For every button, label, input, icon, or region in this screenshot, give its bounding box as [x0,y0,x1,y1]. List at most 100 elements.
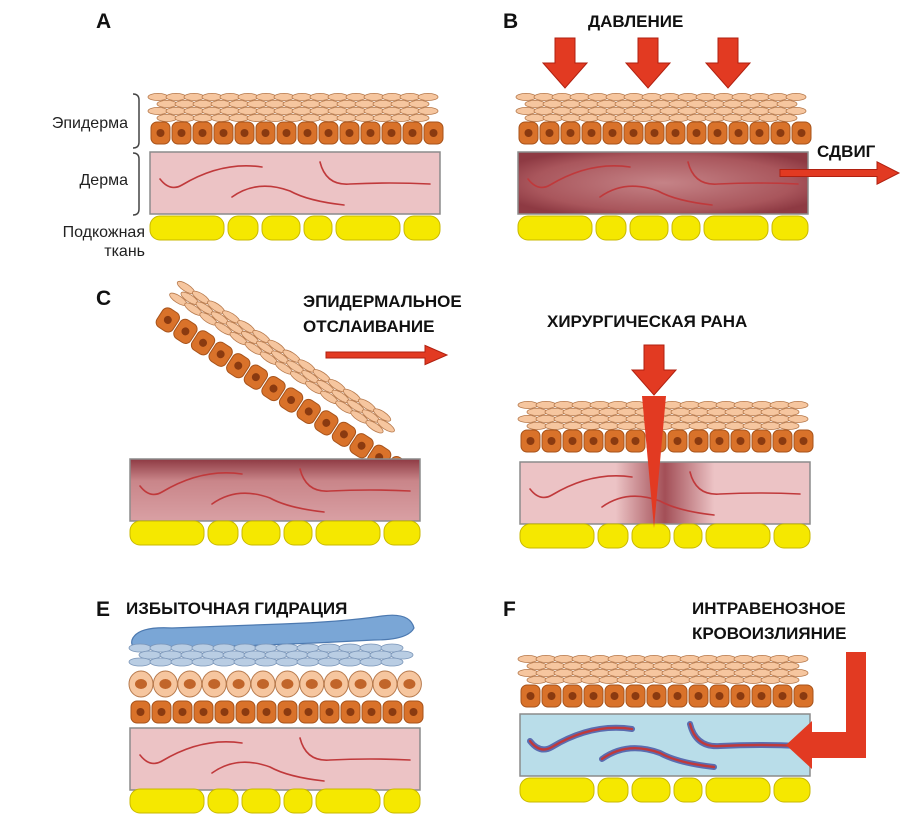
squamous-cell [760,421,782,430]
collagen-fiber [599,185,713,206]
squamous-cell [704,100,726,109]
squamous-cell [677,93,699,102]
squamous-cell [623,107,645,116]
fat-cell [705,523,771,549]
squamous-cell [390,114,412,123]
squamous-cell [785,93,807,102]
collagen-fiber [687,161,799,185]
down-arrow [624,37,672,89]
peeled-epidermis [155,280,409,482]
squamous-cell [785,107,807,116]
cell-nucleus [526,437,535,445]
squamous-cell [742,407,764,416]
collagen-fiber [159,165,263,189]
cell-nucleus [208,679,221,689]
squamous-cell [652,662,674,671]
squamous-cell [544,421,566,430]
collagen-fiber [211,492,325,513]
cell-nucleus [135,679,147,689]
squamous-cell [641,107,663,116]
squamous-cell [533,93,555,102]
squamous-cell [174,114,196,123]
squamous-cell [670,676,692,685]
squamous-cell [670,407,692,416]
squamous-cell [769,669,791,678]
squamous-cell [156,114,178,123]
fat-cell [631,523,671,549]
squamous-cell [661,669,683,678]
squamous-cell [740,114,762,123]
cell-nucleus [610,437,619,445]
squamous-cell [668,114,690,123]
squamous-cell [758,114,780,123]
squamous-cell [165,107,187,116]
fat-cell [315,788,381,814]
squamous-cell [571,669,593,678]
cell-nucleus [281,679,294,689]
fat-cell [227,215,259,241]
fat-cell [705,777,771,803]
panel-c-letter: C [96,287,111,310]
squamous-cell [724,676,746,685]
cell-nucleus [241,708,250,716]
squamous-cell [704,114,726,123]
cell-nucleus [692,129,701,137]
squamous-cell [677,107,699,116]
fat-cell [671,215,701,241]
squamous-cell [598,662,620,671]
panel-e: E ИЗБЫТОЧНАЯ ГИДРАЦИЯ [96,598,424,814]
legend-subcutis-line2: ткань [104,243,145,260]
squamous-cell [515,107,537,116]
cell-nucleus [671,129,680,137]
squamous-cell [749,107,771,116]
squamous-cell [147,107,169,116]
collagen-fiber [139,472,243,496]
squamous-cell [399,93,421,102]
squamous-cell [634,676,656,685]
squamous-cell [659,93,681,102]
squamous-cell [282,100,304,109]
squamous-cell [282,114,304,123]
squamous-cell [580,421,602,430]
stripping-label-line1: ЭПИДЕРМАЛЬНОЕ [303,292,462,311]
panel-f: F ИНТРАВЕНОЗНОЕ КРОВОИЗЛИЯНИЕ [503,598,866,803]
cell-nucleus [566,129,575,137]
squamous-cell [300,100,322,109]
fat-cell [519,523,595,549]
subcutis-layer [519,523,811,549]
squamous-cell [147,93,169,102]
cell-nucleus [163,315,172,324]
squamous-cell [760,676,782,685]
squamous-cell [354,114,376,123]
fat-cell [129,788,205,814]
squamous-cell [201,93,223,102]
panel-d-skin [517,400,814,549]
squamous-cell [183,93,205,102]
collagen-fiber [299,468,411,492]
squamous-cell [751,669,773,678]
cell-nucleus [322,418,331,427]
squamous-cell [309,93,331,102]
collagen-fiber [211,761,325,782]
fat-cell [283,788,313,814]
fat-cell [517,215,593,241]
squamous-cell [749,93,771,102]
cell-nucleus [304,407,313,416]
squamous-cell [524,114,546,123]
squamous-cell [787,669,809,678]
cell-nucleus [357,441,366,450]
panel-a-skin [147,93,444,241]
squamous-cell [535,414,557,423]
squamous-cell [623,93,645,102]
squamous-cell [156,100,178,109]
cell-nucleus [610,692,619,700]
fat-cell [383,520,421,546]
squamous-cell [210,114,232,123]
swollen-cell [338,657,362,667]
squamous-cell [643,669,665,678]
cell-nucleus [177,129,186,137]
collagen-fiber [529,475,633,499]
infiltration-label-line2: КРОВОИЗЛИЯНИЕ [692,624,846,643]
squamous-cell [544,662,566,671]
cell-nucleus [736,692,745,700]
